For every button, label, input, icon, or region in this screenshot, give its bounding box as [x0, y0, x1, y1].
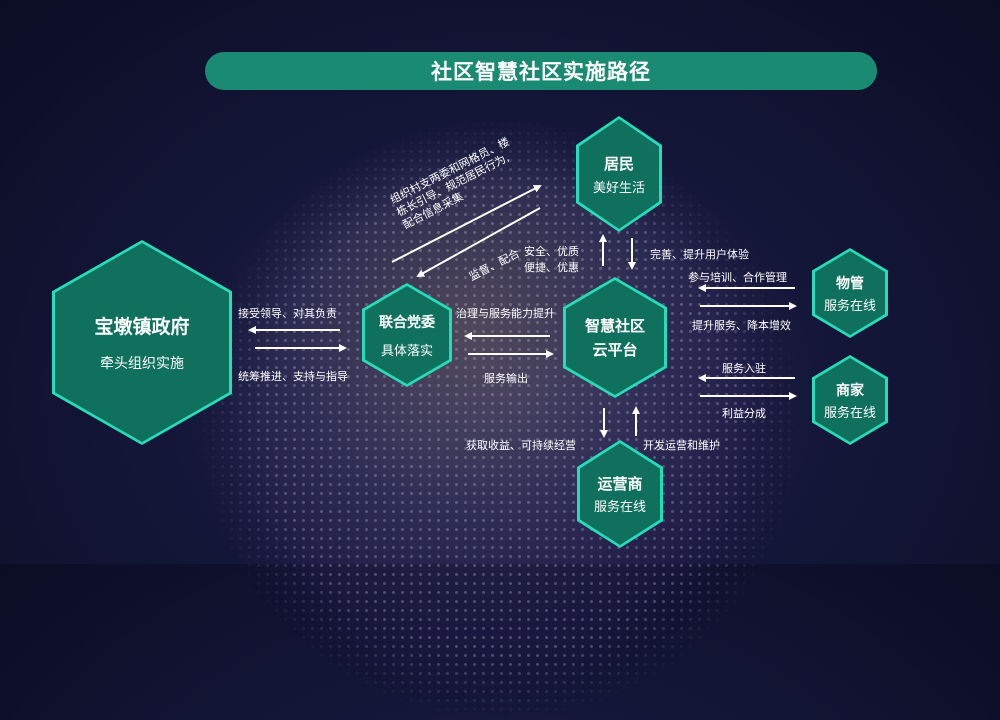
node-merchant-title: 商家: [836, 382, 864, 399]
node-merchant: 商家 服务在线: [812, 355, 888, 445]
node-party-sub: 具体落实: [380, 343, 433, 359]
page-title: 社区智慧社区实施路径: [205, 52, 877, 90]
arrow-party-to-residents: [391, 185, 542, 263]
arrow-residents-to-party: [416, 207, 541, 277]
node-merchant-sub: 服务在线: [823, 405, 876, 421]
node-operator-title: 运营商: [597, 475, 643, 493]
node-gov-title: 宝墩镇政府: [94, 316, 190, 338]
label-res-right: 完善、提升用户体验: [650, 248, 749, 261]
page-title-text: 社区智慧社区实施路径: [431, 60, 651, 84]
node-residents-sub: 美好生活: [592, 180, 645, 196]
node-party: 联合党委 具体落实: [362, 283, 452, 387]
node-platform-title: 智慧社区: [584, 317, 645, 335]
label-merch-top: 服务入驻: [722, 362, 766, 375]
label-op-right: 开发运营和维护: [643, 439, 720, 452]
label-res-left-2: 便捷、优惠: [524, 261, 579, 274]
label-party-platform-bottom: 服务输出: [484, 372, 528, 385]
node-party-title: 联合党委: [379, 314, 435, 331]
node-gov-sub: 牵头组织实施: [100, 356, 184, 372]
node-property-sub: 服务在线: [823, 298, 876, 314]
label-prop-top: 参与培训、合作管理: [688, 271, 787, 284]
label-party-platform-top: 治理与服务能力提升: [456, 307, 555, 320]
node-residents-title: 居民: [603, 154, 634, 173]
node-operator-sub: 服务在线: [593, 500, 646, 515]
label-prop-bottom: 提升服务、降本增效: [692, 319, 791, 332]
label-op-left: 获取收益、可持续经营: [466, 439, 576, 452]
node-property-title: 物管: [836, 275, 864, 292]
label-merch-bottom: 利益分成: [722, 407, 766, 420]
node-property: 物管 服务在线: [812, 248, 888, 338]
label-gov-party-top: 接受领导、对其负责: [238, 307, 337, 320]
label-gov-party-bottom: 统筹推进、支持与指导: [238, 370, 348, 383]
label-res-left-1: 安全、优质: [524, 245, 579, 258]
arrow-layer: [248, 185, 797, 438]
node-platform-title2: 云平台: [592, 341, 638, 359]
